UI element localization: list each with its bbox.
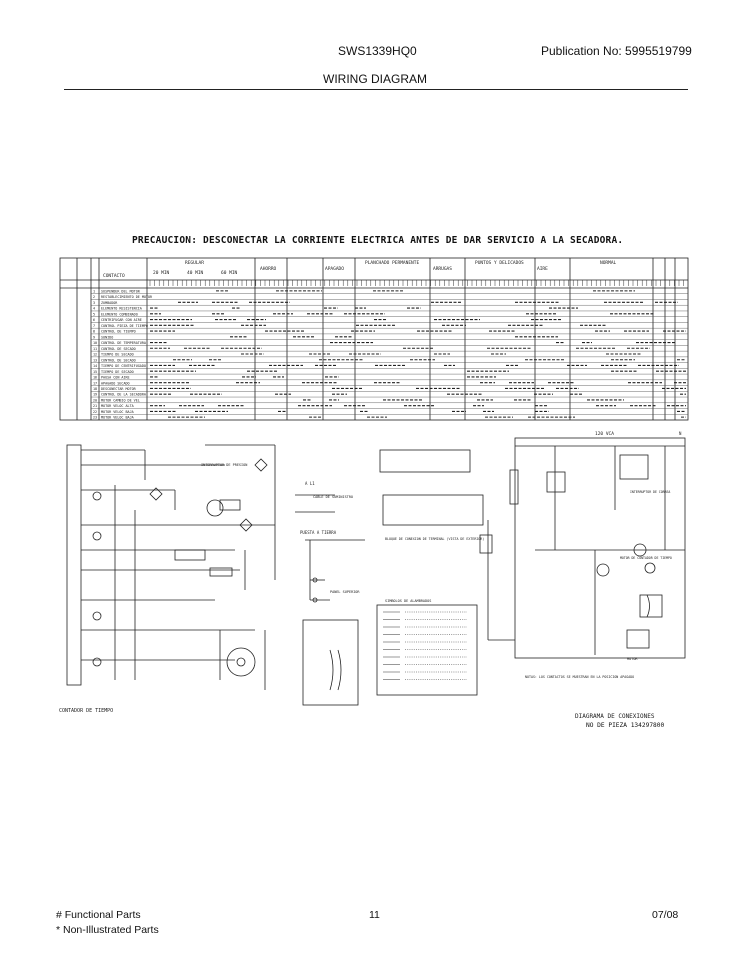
label-motor-timer: MOTOR DE CONTADOR DE TIEMPO [620, 556, 672, 560]
row-number: 8 [93, 330, 95, 334]
row-label: MOTOR VELOC BAJA [101, 410, 134, 414]
row-number: 17 [93, 381, 97, 385]
row-number: 4 [93, 307, 95, 311]
part-number: NO DE PIEZA 134297800 [586, 722, 665, 729]
motor-schematic [479, 437, 686, 659]
row-number: 1 [93, 289, 95, 293]
row-label: CONTROL DE TIEMPO [101, 330, 136, 334]
revision-date: 07/08 [652, 909, 679, 921]
row-number: 12 [93, 353, 97, 357]
row-label: ELEMENTO RESISTENCIA [101, 307, 142, 311]
row-number: 18 [93, 387, 97, 391]
label-aire: AIRE [537, 266, 548, 272]
row-number: 9 [93, 335, 95, 339]
group-regular: REGULAR [185, 260, 204, 266]
row-label: ZUMBADOR [101, 301, 118, 305]
row-number: 2 [93, 295, 95, 299]
row-number: 10 [93, 341, 97, 345]
group-puntos: PUNTOS Y DELICADOS [475, 260, 524, 266]
terminal-block-label: BLOQUE DE CONEXION DE TERMINAL (VISTA DE… [385, 537, 484, 541]
timer-chart-table [59, 257, 689, 421]
non-illustrated-parts-note: * Non-Illustrated Parts [56, 924, 159, 936]
row-number: 19 [93, 393, 97, 397]
row-label: TIEMPO DE SECADO [101, 353, 134, 357]
row-label: MOTOR VELOC ALTA [101, 404, 134, 408]
minutes-20: 20 MIN [153, 270, 170, 276]
row-number: 3 [93, 301, 95, 305]
row-number: 6 [93, 318, 95, 322]
row-number: 5 [93, 312, 95, 316]
minutes-40: 40 MIN [187, 270, 204, 276]
row-label: MOTOR CAMBIO DE VEL [101, 398, 140, 402]
row-label: CONTROL PIEZA DE TIEMPO [101, 324, 148, 328]
diagram-title: DIAGRAMA DE CONEXIONES [575, 713, 655, 720]
label-cable: CABLE DE SUMINISTRO [313, 495, 353, 499]
row-label: DESCONECTAR MOTOR [101, 387, 137, 391]
row-label: CONTROL DE SECADO [101, 358, 136, 362]
label-l1: A L1 [305, 481, 315, 486]
row-label: SONIDO [101, 335, 113, 339]
group-planchado: PLANCHADO PERMANENTE [365, 260, 419, 266]
row-number: 15 [93, 370, 97, 374]
functional-parts-note: # Functional Parts [56, 909, 141, 921]
row-number: 21 [93, 404, 97, 408]
notes: NOTAS: LOS CONTACTOS SE MUESTRAN EN LA P… [525, 675, 634, 679]
header-rule [64, 89, 688, 90]
label-pressure-switch: INTERRUPTOR DE PRESION [201, 463, 247, 467]
label-apagado: APAGADO [325, 266, 344, 272]
row-label: TIEMPO DE SECADO [101, 370, 134, 374]
publication-number: Publication No: 5995519799 [541, 44, 692, 58]
label-arrugas: ARRUGAS [433, 266, 452, 272]
wiring-diagram: CONTACTO REGULAR PLANCHADO PERMANENTE PU… [59, 257, 689, 720]
row-label: CONTROL DE SECADO [101, 347, 136, 351]
timer-schematic [66, 444, 276, 690]
label-ahorro: AHORRO [260, 266, 277, 272]
row-label: MOTOR VELOC BAJA [101, 416, 134, 420]
page-number: 11 [369, 909, 380, 921]
row-number: 13 [93, 358, 97, 362]
col-contacto: CONTACTO [103, 273, 125, 279]
group-normal: NORMAL [600, 260, 617, 266]
row-label: CENTRIFUGAR CON AIRE [101, 318, 142, 322]
row-label: APAGADO SECADO [101, 381, 130, 385]
legend-title: SIMBOLOS DE ALAMBRADOS [385, 599, 431, 603]
row-label: TIEMPO DE CENTRIFUGADO [101, 364, 146, 368]
row-label: SUSPENDER DEL MOTOR [101, 289, 141, 293]
row-number: 7 [93, 324, 95, 328]
row-number: 11 [93, 347, 97, 351]
label-motor: MOTOR [627, 657, 638, 661]
row-label: ELEMENTO COMBINADO [101, 312, 138, 316]
row-label: RESTABLECIMIENTO DE MOTOR [101, 295, 153, 299]
label-supply: 120 VCA [595, 431, 614, 437]
row-number: 23 [93, 416, 97, 420]
row-label: CONTROL DE LA SECADORA [101, 393, 146, 397]
caution-warning: PRECAUCION: DESCONECTAR LA CORRIENTE ELE… [132, 235, 624, 246]
label-panel: PANEL SUPERIOR [330, 590, 360, 594]
model-number: SWS1339HQ0 [338, 44, 417, 58]
label-ground: PUESTA A TIERRA [300, 530, 337, 535]
row-label: CONTROL DE TEMPERATURA [101, 341, 146, 345]
row-number: 14 [93, 364, 97, 368]
label-belt-switch: INTERRUPTOR DE CORREA [630, 490, 670, 494]
label-timer: CONTADOR DE TIEMPO [59, 708, 113, 714]
supply-schematic [295, 449, 484, 706]
minutes-60: 60 MIN [221, 270, 238, 276]
page-title: WIRING DIAGRAM [323, 72, 427, 86]
row-label: PAUSA CON AIRE [101, 376, 130, 380]
label-n: N [679, 431, 682, 436]
row-number: 20 [93, 398, 97, 402]
row-number: 22 [93, 410, 97, 414]
row-number: 16 [93, 376, 97, 380]
